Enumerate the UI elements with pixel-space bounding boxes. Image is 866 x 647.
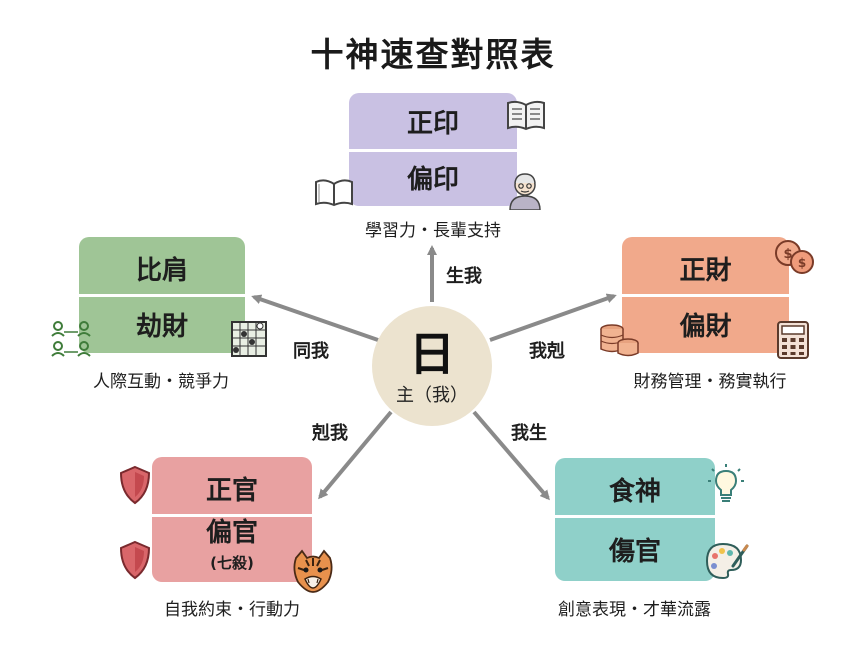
- arrow-bottom-left: [318, 410, 393, 500]
- arrow-bottom-right: [472, 410, 550, 501]
- svg-text:$: $: [798, 256, 806, 270]
- card-bijian: 比肩 劫財: [79, 237, 245, 353]
- arrow-right: [489, 293, 617, 342]
- card-shishang-lower: 傷官: [608, 537, 661, 567]
- card-cai-upper: 正財: [679, 256, 732, 286]
- shield-icon: [119, 540, 151, 580]
- coin-stack-icon: [600, 324, 639, 357]
- card-yin-upper: 正印: [406, 109, 459, 139]
- relation-label-top: 生我: [446, 266, 482, 287]
- page-title: 十神速查對照表: [310, 35, 556, 74]
- shield-icon: [119, 465, 151, 505]
- coins-icon: $ $: [775, 240, 814, 274]
- caption-shishang: 創意表現・才華流露: [558, 600, 711, 620]
- chess-board-icon: [231, 321, 267, 357]
- people-network-icon: [51, 321, 91, 357]
- day-master-label: 主（我）: [396, 385, 468, 406]
- card-guan-lower-wrap: 偏官 (七殺): [152, 519, 312, 577]
- caption-cai: 財務管理・務實執行: [633, 372, 787, 392]
- card-yin-lower: 偏印: [406, 165, 459, 195]
- elder-icon: [509, 173, 541, 210]
- card-guan-lower: 偏官: [205, 518, 258, 548]
- palette-icon: [705, 542, 749, 580]
- card-yin: 正印 偏印: [349, 93, 517, 206]
- card-bijian-upper: 比肩: [135, 256, 188, 286]
- relation-label-left: 同我: [293, 341, 329, 362]
- lightbulb-icon: [708, 464, 744, 502]
- card-bijian-lower: 劫財: [135, 312, 188, 342]
- tiger-icon: [293, 549, 333, 593]
- day-master-char: 日: [409, 327, 455, 381]
- card-guan-upper: 正官: [205, 476, 258, 506]
- card-shishang-upper: 食神: [608, 477, 661, 507]
- relation-label-bottom-right: 我生: [511, 423, 547, 444]
- card-shishang: 食神 傷官: [555, 458, 715, 581]
- open-book-icon: [315, 179, 353, 207]
- card-cai-lower: 偏財: [679, 312, 732, 342]
- card-guan-lower-sub: (七殺): [210, 554, 254, 572]
- caption-guan: 自我約束・行動力: [164, 600, 300, 620]
- arrow-left: [251, 294, 379, 342]
- card-guan: 正官 偏官 (七殺): [152, 457, 312, 582]
- relation-label-bottom-left: 剋我: [312, 423, 348, 444]
- book-icon: [507, 100, 545, 131]
- day-master-circle: 日 主（我）: [372, 306, 492, 426]
- relation-label-right: 我剋: [529, 341, 565, 362]
- calculator-icon: [777, 321, 809, 359]
- caption-bijian: 人際互動・競爭力: [93, 372, 229, 392]
- caption-yin: 學習力・長輩支持: [365, 221, 501, 241]
- svg-text:$: $: [783, 247, 792, 262]
- card-cai: 正財 偏財: [622, 237, 789, 353]
